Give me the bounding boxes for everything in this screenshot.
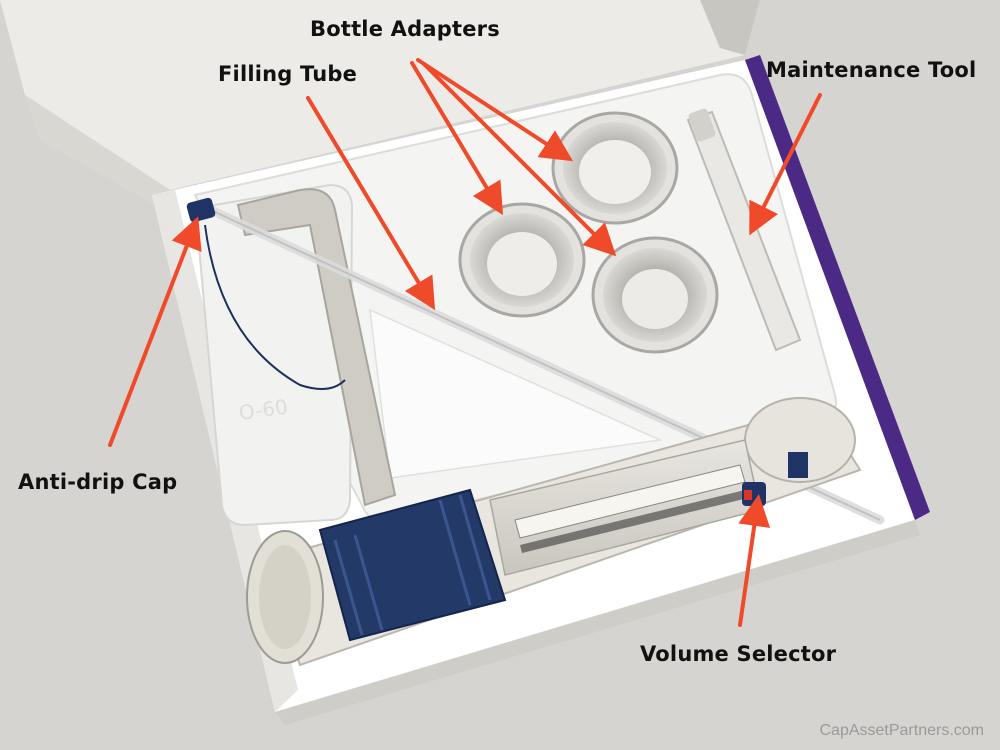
- label-volume-selector: Volume Selector: [640, 642, 837, 666]
- arrow-maintenance-tool: [749, 93, 822, 236]
- bottle-adapter-left: [458, 202, 586, 318]
- annotation-arrows: [108, 58, 822, 627]
- arrow-bottle-adapter-top: [416, 58, 574, 162]
- arrow-bottle-adapter-left: [410, 61, 504, 216]
- box-purple-edge: [745, 55, 930, 520]
- arrow-volume-selector: [738, 494, 771, 627]
- filling-tube-nozzle: [236, 188, 397, 507]
- label-bottle-adapters: Bottle Adapters: [310, 17, 500, 41]
- label-maintenance-tool: Maintenance Tool: [766, 58, 977, 82]
- bottle-adapter-top: [551, 111, 679, 225]
- arrow-bottle-adapter-right: [422, 62, 617, 257]
- arrow-anti-drip-cap: [108, 216, 202, 447]
- box-lid: [0, 0, 760, 205]
- dispenser: [246, 397, 862, 667]
- label-filling-tube: Filling Tube: [218, 62, 358, 86]
- arrow-filling-tube: [306, 96, 436, 311]
- label-anti-drip-cap: Anti-drip Cap: [18, 470, 178, 494]
- anti-drip-cap: [186, 197, 346, 390]
- maintenance-tool: [686, 108, 802, 352]
- watermark: CapAssetPartners.com: [819, 722, 984, 739]
- bottle-adapter-right: [591, 236, 719, 354]
